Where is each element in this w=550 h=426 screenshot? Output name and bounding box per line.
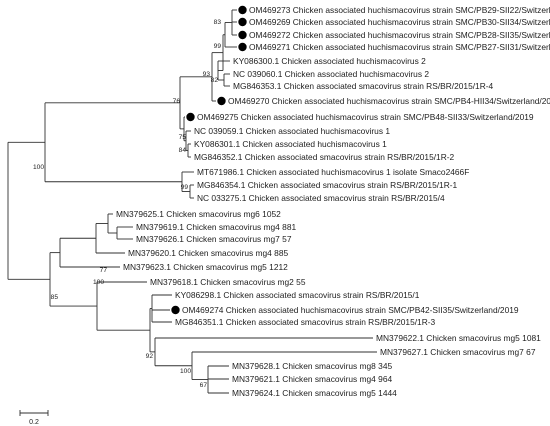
bootstrap-value: 99 <box>181 184 189 191</box>
taxon-label: NC 039060.1 Chicken associated huchismac… <box>233 69 429 79</box>
study-sample-marker <box>238 42 247 52</box>
taxon-label: OM469275 Chicken associated huchismacovi… <box>197 112 534 122</box>
study-sample-marker <box>238 17 247 27</box>
taxon-label: MG846353.1 Chicken associated smacovirus… <box>233 81 494 91</box>
taxon-label: MN379626.1 Chicken smacovirus mg7 57 <box>136 234 292 244</box>
bootstrap-value: 100 <box>180 368 191 375</box>
taxon-label: MN379624.1 Chicken smacovirus mg5 1444 <box>232 388 397 398</box>
study-sample-marker <box>238 30 247 40</box>
taxon-label: MT671986.1 Chicken associated huchismaco… <box>197 167 469 177</box>
scale-bar: 0.2 <box>19 410 49 426</box>
taxon-label: KY086298.1 Chicken associated smacovirus… <box>175 290 420 300</box>
bootstrap-value: 67 <box>200 382 208 389</box>
taxon-label: OM469270 Chicken associated huchismacovi… <box>228 96 550 106</box>
tree-branches <box>7 9 377 394</box>
bootstrap-value: 99 <box>214 43 222 50</box>
taxon-label: MG846351.1 Chicken associated smacovirus… <box>175 317 436 327</box>
study-sample-marker <box>186 112 195 122</box>
taxon-label: MN379621.1 Chicken smacovirus mg4 964 <box>232 374 392 384</box>
sample-markers <box>171 5 247 315</box>
bootstrap-values: 83 99 82 93 76 75 84 99 100 77 100 85 92… <box>33 19 221 389</box>
taxon-label: MG846352.1 Chicken associated smacovirus… <box>194 152 455 162</box>
bootstrap-value: 93 <box>203 71 211 78</box>
taxon-label: MN379627.1 Chicken smacovirus mg7 67 <box>380 347 536 357</box>
taxon-label: NC 039059.1 Chicken associated huchismac… <box>194 126 390 136</box>
taxon-label: MN379625.1 Chicken smacovirus mg6 1052 <box>116 209 281 219</box>
taxon-label: OM469274 Chicken associated huchismacovi… <box>182 305 519 315</box>
bootstrap-value: 76 <box>173 98 181 105</box>
taxon-label: MN379623.1 Chicken smacovirus mg5 1212 <box>123 262 288 272</box>
taxon-label: MN379620.1 Chicken smacovirus mg4 885 <box>128 248 288 258</box>
taxon-label: OM469269 Chicken associated huchismacovi… <box>249 17 550 27</box>
taxon-label: OM469271 Chicken associated huchismacovi… <box>249 42 550 52</box>
taxon-label: OM469272 Chicken associated huchismacovi… <box>249 30 550 40</box>
bootstrap-value: 77 <box>100 267 108 274</box>
bootstrap-value: 100 <box>33 164 44 171</box>
taxon-label: MN379628.1 Chicken smacovirus mg8 345 <box>232 361 392 371</box>
taxon-label: MG846354.1 Chicken associated smacovirus… <box>197 180 458 190</box>
taxon-label: MN379618.1 Chicken smacovirus mg2 55 <box>150 277 306 287</box>
taxon-label: NC 033275.1 Chicken associated smacoviru… <box>197 193 445 203</box>
scale-bar-label: 0.2 <box>29 419 39 426</box>
bootstrap-value: 85 <box>51 294 59 301</box>
bootstrap-value: 100 <box>93 279 104 286</box>
taxon-label: KY086300.1 Chicken associated huchismaco… <box>233 56 426 66</box>
bootstrap-value: 82 <box>211 77 219 84</box>
taxon-label: KY086301.1 Chicken associated huchismaco… <box>194 139 387 149</box>
taxon-label: MN379619.1 Chicken smacovirus mg4 881 <box>136 222 296 232</box>
taxon-labels: OM469273 Chicken associated huchismacovi… <box>116 5 550 398</box>
taxon-label: OM469273 Chicken associated huchismacovi… <box>249 5 550 15</box>
study-sample-marker <box>171 305 180 315</box>
bootstrap-value: 84 <box>179 147 187 154</box>
taxon-label: MN379622.1 Chicken smacovirus mg5 1081 <box>376 333 541 343</box>
bootstrap-value: 75 <box>179 134 187 141</box>
study-sample-marker <box>217 96 226 106</box>
bootstrap-value: 92 <box>146 353 154 360</box>
bootstrap-value: 83 <box>214 19 222 26</box>
study-sample-marker <box>238 5 247 15</box>
